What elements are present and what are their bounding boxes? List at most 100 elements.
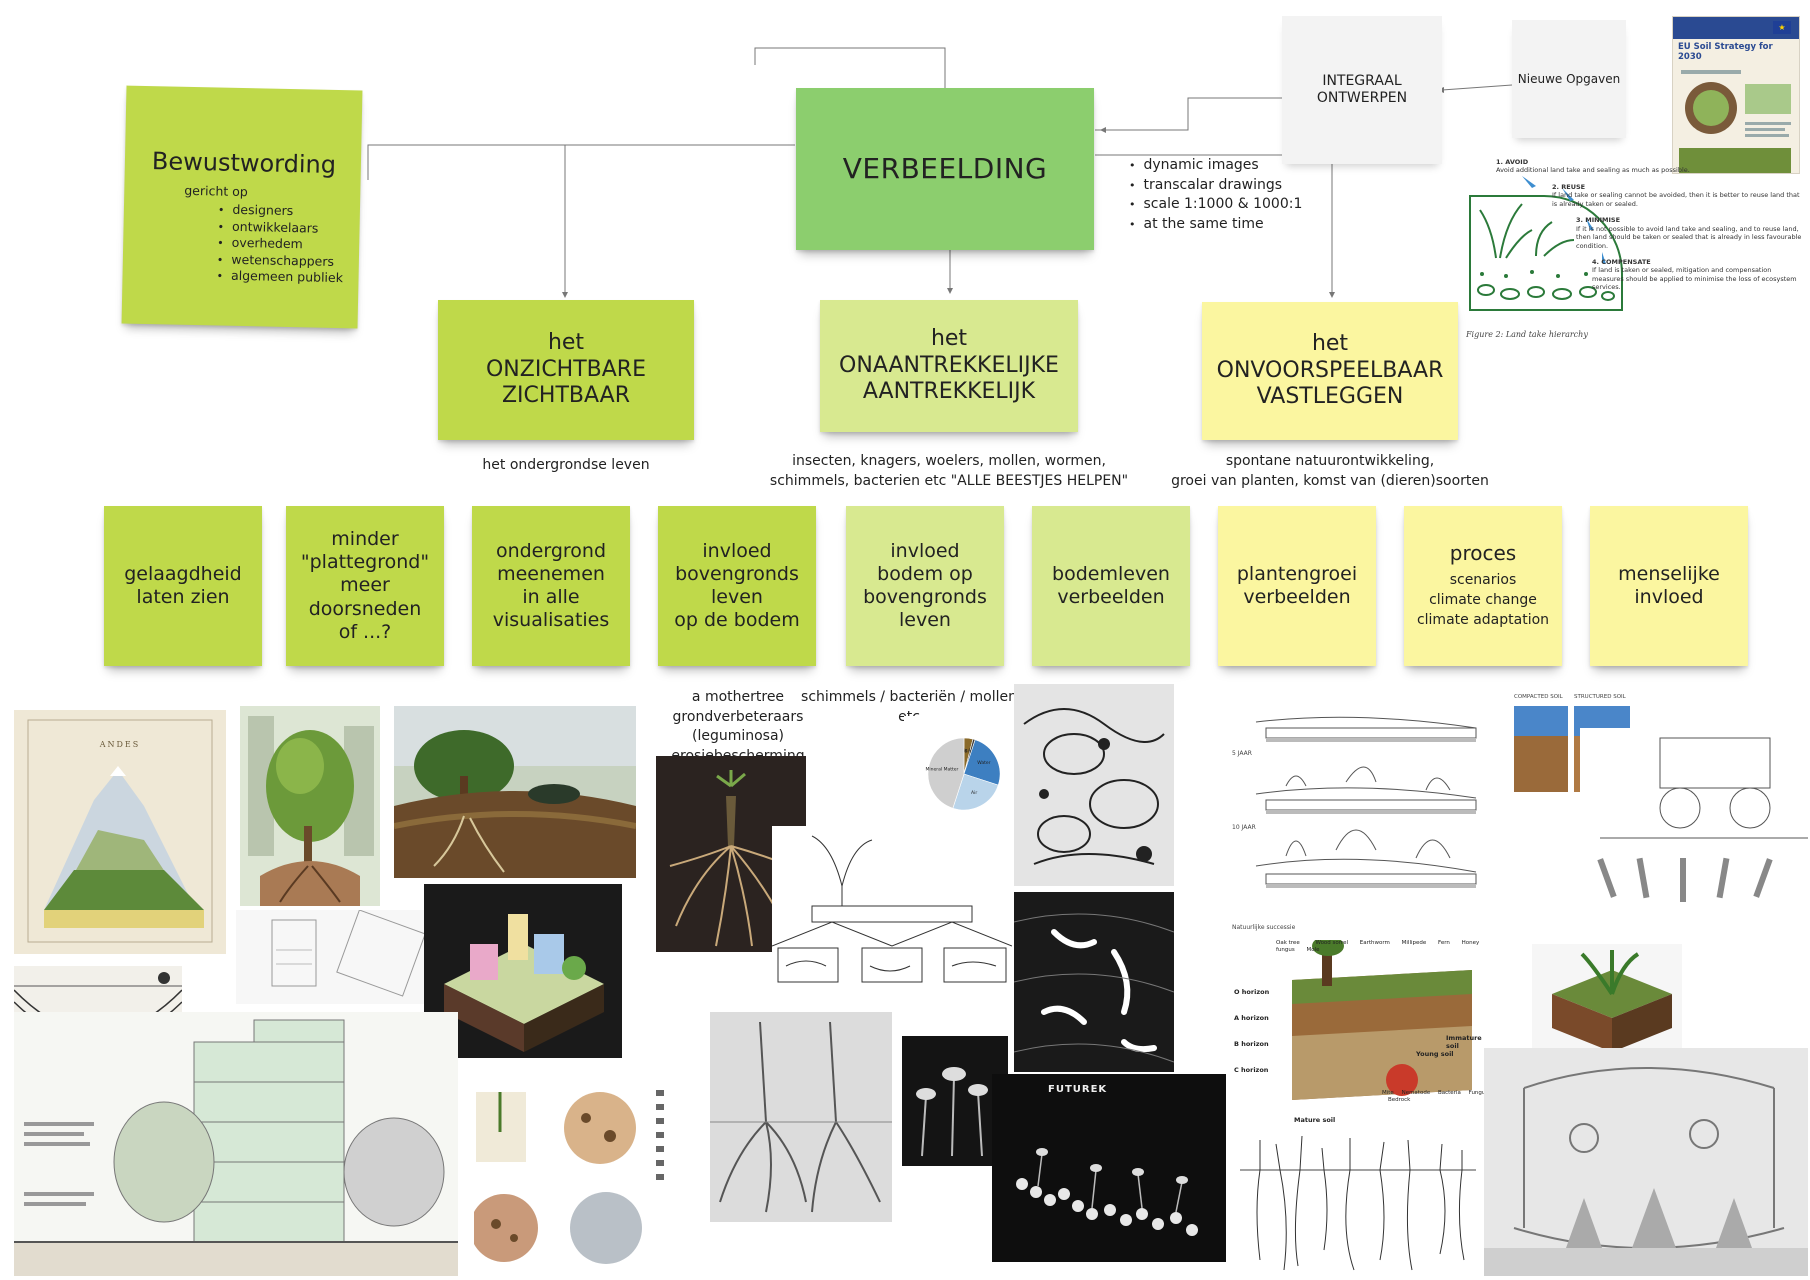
connector-top-loop (754, 47, 946, 95)
horizon-label: B horizon (1234, 1040, 1269, 1048)
theme-note-unpredictable: het ONVOORSPEELBAAR VASTLEGGEN (1202, 302, 1458, 440)
topic-title: invloed bodem op bovengronds leven (863, 539, 987, 632)
theme-note-invisible: het ONZICHTBARE ZICHTBAAR (438, 300, 694, 440)
topic-note: plantengroei verbeelden (1218, 506, 1376, 666)
mothertree-caption: a mothertree grondverbeteraars (legumino… (671, 689, 804, 764)
integral-label: INTEGRAAL ONTWERPEN (1316, 72, 1408, 106)
succession-5-years: 5 JAAR (1232, 750, 1252, 757)
organism-label: Earthworm (1359, 940, 1390, 946)
pie-label: Organic Matter (950, 748, 984, 754)
arrowhead (1329, 292, 1335, 298)
topic-title: proces (1449, 541, 1517, 566)
soil-life-engraving-top (1014, 684, 1174, 886)
eu-soil-strategy-cover: ★ EU Soil Strategy for 2030 (1672, 16, 1800, 174)
center-note: VERBEELDING (796, 88, 1094, 250)
horizon-label: C horizon (1234, 1066, 1269, 1074)
topic-title: minder "plattegrond" meer doorsneden of … (300, 528, 430, 643)
organism-labels: Oak tree Wood sorrel Earthworm Millipede… (1276, 940, 1496, 954)
topic-note: invloed bovengronds leven op de bodem (658, 506, 816, 666)
building-section-drawing (14, 1012, 458, 1276)
eu-doc-graphic (1679, 70, 1791, 173)
theme-title: het ONZICHTBARE ZICHTBAAR (485, 329, 646, 409)
topic-note: gelaagdheid laten zien (104, 506, 262, 666)
topic-note: ondergrond meenemen in alle visualisatie… (472, 506, 630, 666)
green-building-illustration (240, 706, 380, 906)
awareness-item: algemeen publiek (230, 268, 343, 287)
topic-title: invloed bovengronds leven op de bodem (674, 539, 800, 632)
soil-age-label: Young soil (1416, 1050, 1454, 1058)
topic-title: plantengroei verbeelden (1236, 562, 1358, 608)
soil-horizons-block-diagram: O horizon A horizon B horizon C horizon … (1232, 940, 1496, 1136)
andes-section-illustration: ANDES (14, 710, 226, 954)
organism-label: Honey fungus (1276, 940, 1480, 954)
plant-roots-drawing (1240, 1130, 1476, 1276)
theme-note-unattractive: het ONAANTREKKELIJKE AANTREKKELIJK (820, 300, 1078, 432)
center-bullet: scale 1:1000 & 1000:1 (1143, 195, 1303, 215)
organism-label: Bacteria (1437, 1090, 1461, 1096)
awareness-title: Bewustwording (151, 147, 337, 180)
fungi-poster: FUTUREK (992, 1074, 1226, 1262)
small-soil-diagram (236, 910, 436, 1004)
awareness-lead: gericht op (184, 183, 248, 200)
compacted-soil-label: COMPACTED SOIL (1514, 694, 1563, 700)
integral-note: INTEGRAAL ONTWERPEN (1282, 16, 1442, 164)
arrowhead (1100, 127, 1106, 133)
organism-label: Mite (1382, 1090, 1394, 1096)
species-legend-strip (652, 1086, 692, 1196)
arrowhead (562, 292, 568, 298)
center-bullets: dynamic images transcalar drawings scale… (1125, 156, 1303, 235)
natural-succession-drawings: 5 JAAR 10 JAAR Natuurlijke successie (1226, 690, 1488, 936)
topic-note: proces scenarios climate change climate … (1404, 506, 1562, 666)
organism-label: Fungus (1468, 1090, 1489, 1096)
organism-labels-low: Mite Nematode Bacteria Fungus Bedrock (1382, 1090, 1492, 1104)
rhizosphere-drawing (772, 826, 1012, 986)
pie-label: Air (971, 790, 977, 796)
new-tasks-label: Nieuwe Opgaven (1517, 71, 1621, 86)
soil-age-label: Mature soil (1294, 1116, 1336, 1124)
topic-note: menselijke invloed (1590, 506, 1748, 666)
awareness-note: Bewustwording gericht op designers ontwi… (121, 85, 363, 329)
structured-soil-label: STRUCTURED SOIL (1574, 694, 1626, 700)
organism-label: Mole (1306, 947, 1320, 954)
land-take-caption: Figure 2: Land take hierarchy (1466, 330, 1588, 339)
connector-center-theme1 (564, 144, 792, 292)
horizon-label: A horizon (1234, 1014, 1269, 1022)
poster-title: FUTUREK (1048, 1084, 1108, 1095)
andes-title: ANDES (99, 740, 141, 749)
organism-label: Fern (1438, 940, 1450, 946)
theme-caption: het ondergrondse leven (482, 457, 650, 473)
topic-title: menselijke invloed (1618, 562, 1720, 608)
center-bullet: dynamic images (1143, 156, 1302, 176)
pie-slice (952, 773, 999, 811)
topic-note: minder "plattegrond" meer doorsneden of … (286, 506, 444, 666)
soil-age-label: Immature soil (1446, 1034, 1482, 1050)
pie-label: Biota (964, 749, 976, 755)
topic-title: ondergrond meenemen in alle visualisatie… (492, 539, 610, 632)
succession-10-years: 10 JAAR (1232, 824, 1256, 831)
center-title: VERBEELDING (842, 151, 1048, 185)
pie-slice (963, 739, 1001, 786)
theme-title: het ONAANTREKKELIJKE AANTREKKELIJK (839, 325, 1059, 405)
topic-title: bodemleven verbeelden (1052, 562, 1170, 608)
ecology-cycle-drawing (1484, 1048, 1808, 1276)
theme-caption: insecten, knagers, woelers, mollen, worm… (769, 453, 1129, 489)
fungi-caption: schimmels / bacteriën / mollen etc (801, 689, 1017, 725)
center-bullet: transcalar drawings (1143, 176, 1302, 196)
organism-label: Bedrock (1388, 1097, 1411, 1104)
pie-label: Water (977, 760, 990, 766)
new-tasks-note: Nieuwe Opgaven (1512, 20, 1626, 138)
arrowhead (947, 288, 953, 294)
soil-samples-circles (474, 1078, 670, 1274)
organism-label: Millipede (1401, 940, 1427, 946)
horizon-label: O horizon (1234, 988, 1270, 996)
connector-newtasks-integral (1441, 84, 1513, 91)
land-take-figure (1469, 176, 1623, 311)
center-bullet: at the same time (1143, 215, 1302, 235)
eu-doc-title: EU Soil Strategy for 2030 (1678, 42, 1773, 62)
topic-subtitle: scenarios climate change climate adaptat… (1416, 571, 1550, 629)
pie-slice (927, 737, 965, 809)
